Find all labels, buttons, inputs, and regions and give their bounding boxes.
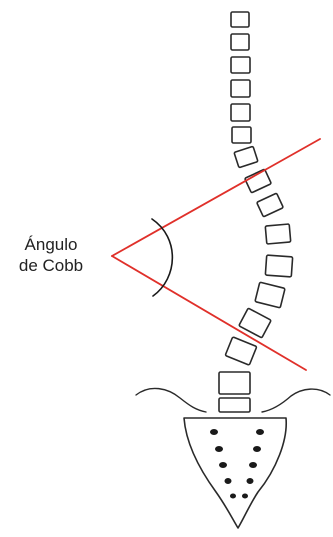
vertebra xyxy=(265,255,292,277)
vertebra xyxy=(219,372,250,394)
cobb-angle-lines xyxy=(112,139,320,370)
vertebra xyxy=(219,398,250,412)
sacrum-outline xyxy=(184,418,286,528)
cobb-angle-label: Ángulo de Cobb xyxy=(6,234,96,276)
vertebra xyxy=(245,169,272,193)
vertebra xyxy=(257,193,284,217)
vertebra xyxy=(225,337,257,365)
vertebra xyxy=(265,224,290,244)
vertebra xyxy=(231,34,249,50)
vertebra xyxy=(232,127,251,143)
spine xyxy=(219,12,293,412)
cobb-angle-label-line2: de Cobb xyxy=(6,255,96,276)
vertebra xyxy=(231,57,250,73)
vertebra xyxy=(255,282,285,308)
sacrum xyxy=(184,418,286,528)
vertebra xyxy=(231,12,249,27)
left-iliac-crest xyxy=(136,388,206,412)
vertebra xyxy=(234,146,258,167)
vertebra xyxy=(231,104,250,121)
right-iliac-crest xyxy=(262,389,330,412)
vertebra xyxy=(231,80,250,97)
cobb-angle-label-line1: Ángulo xyxy=(6,234,96,255)
